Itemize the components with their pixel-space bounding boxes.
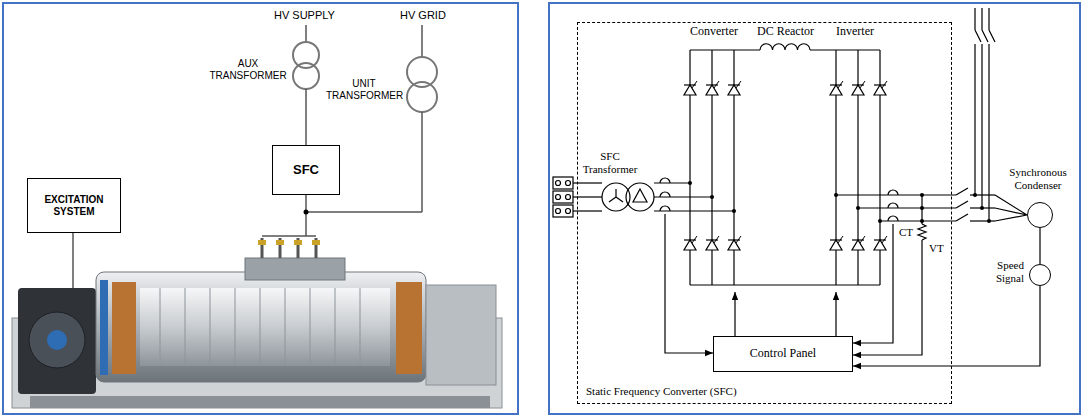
excitation-box: EXCITATION SYSTEM <box>27 178 121 233</box>
ct-label: CT <box>899 226 913 239</box>
thyristors <box>684 81 887 250</box>
sfc-box: SFC <box>272 145 340 195</box>
condenser-circle: Synchronous Condenser <box>1027 202 1053 228</box>
single-line-wiring <box>73 25 437 288</box>
sfc-boundary: Static Frequency Converter (SFC) Control … <box>577 22 952 404</box>
grid-label: HV GRID <box>400 9 446 22</box>
transformer-label: UNIT TRANSFORMER <box>326 78 402 101</box>
box-label: EXCITATION SYSTEM <box>31 194 117 217</box>
sfc-schematic <box>553 8 1027 285</box>
left-panel <box>3 3 518 414</box>
control-signal-lines <box>665 214 922 355</box>
transformer-label: SFC Transformer <box>578 150 642 175</box>
control-panel-box: Control Panel <box>713 336 853 372</box>
inverter-label: Inverter <box>836 25 874 39</box>
converter-label: Converter <box>690 25 738 39</box>
generator-illustration <box>12 238 502 408</box>
junction-dots <box>304 181 992 223</box>
vt-label: VT <box>929 242 944 255</box>
box-label: SFC <box>293 163 319 178</box>
sensor-label: Speed Signal <box>980 259 1024 284</box>
connector <box>853 286 1040 366</box>
reactor-label: DC Reactor <box>757 25 814 39</box>
speed-sensor-circle: Speed Signal <box>1029 264 1051 286</box>
condenser-label: Synchronous Condenser <box>999 166 1077 191</box>
transformer-label: AUX TRANSFORMER <box>208 58 288 81</box>
connector <box>1039 228 1040 264</box>
supply-label: HV SUPPLY <box>274 9 335 22</box>
boundary-label: Static Frequency Converter (SFC) <box>586 385 836 398</box>
box-label: Control Panel <box>750 347 816 361</box>
right-panel <box>549 3 1080 414</box>
